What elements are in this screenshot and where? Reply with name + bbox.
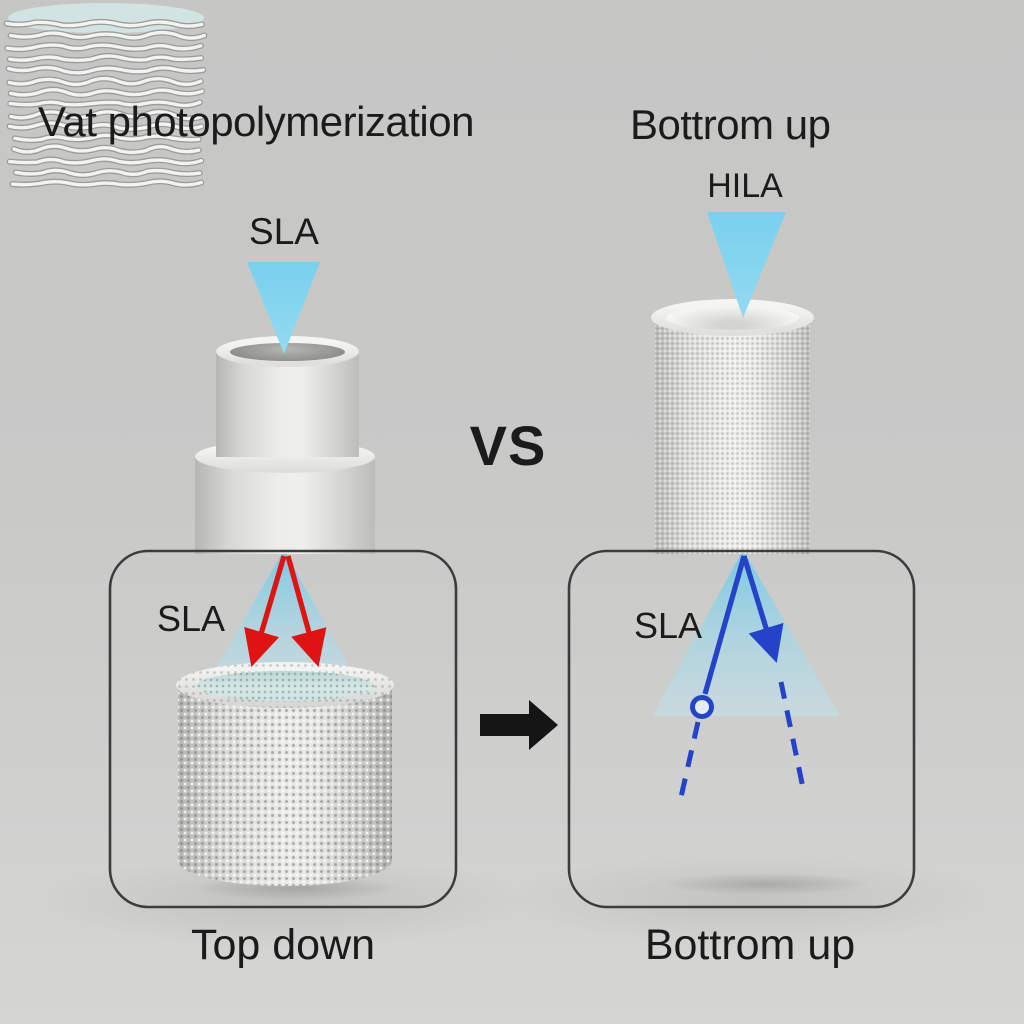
label-sla-panel-right: SLA bbox=[633, 605, 703, 646]
label-sla-top: SLA bbox=[249, 211, 319, 252]
caption-top-down: Top down bbox=[190, 921, 376, 969]
caption-bottom-up: Bottrom up bbox=[644, 921, 856, 969]
cylinder-tall-right-opening bbox=[666, 306, 799, 330]
vat-cylinder-left-panel-body bbox=[178, 686, 392, 886]
label-hila: HILA bbox=[707, 167, 783, 205]
title-vat-photopolymerization: Vat photopolymerization bbox=[38, 98, 474, 145]
cylinder-stack-opening bbox=[230, 343, 345, 361]
label-sla-panel-left: SLA bbox=[156, 598, 226, 639]
cylinder-tall-right-body bbox=[655, 316, 810, 554]
label-vs: VS bbox=[469, 414, 547, 477]
cylinder-stack-upper-tier-body bbox=[216, 352, 359, 457]
title-bottom-up: Bottrom up bbox=[630, 101, 831, 148]
vat-cylinder-left-panel-opening bbox=[196, 671, 374, 701]
